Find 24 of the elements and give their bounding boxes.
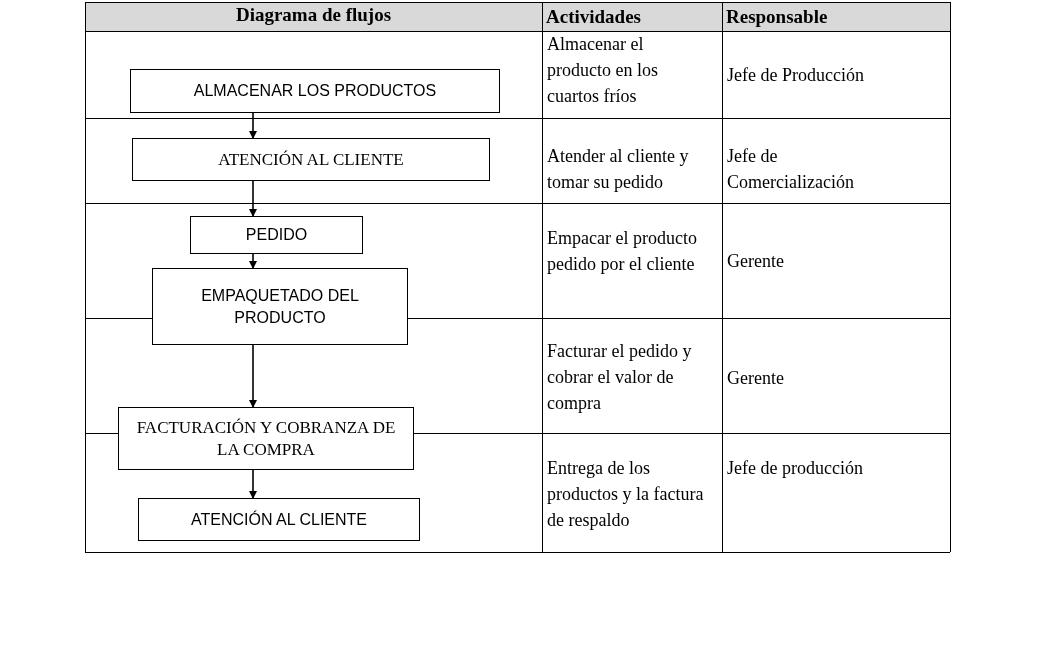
process-box: ATENCIÓN AL CLIENTE xyxy=(138,498,420,541)
process-box: PEDIDO xyxy=(190,216,363,254)
table-cell-text: Entrega de los productos y la factura de respaldo xyxy=(547,457,705,532)
process-box: ALMACENAR LOS PRODUCTOS xyxy=(130,69,500,113)
arrow xyxy=(249,112,257,139)
process-box: EMPAQUETADO DEL PRODUCTO xyxy=(152,268,408,345)
table-cell-text: Gerente xyxy=(727,367,785,390)
table-cell-text: Gerente xyxy=(727,250,785,273)
process-box: ATENCIÓN AL CLIENTE xyxy=(132,138,490,181)
arrow xyxy=(249,344,257,408)
arrow xyxy=(249,253,257,269)
column-header: Diagrama de flujos xyxy=(234,3,393,27)
table-cell-text: Jefe de Producción xyxy=(727,64,865,87)
process-box: FACTURACIÓN Y COBRANZA DE LA COMPRA xyxy=(118,407,414,470)
table-cell-text: Almacenar el producto en los cuartos fríos xyxy=(547,33,659,108)
arrow xyxy=(249,469,257,499)
table-cell-text: Atender al cliente y tomar su pedido xyxy=(547,145,690,194)
column-header: Actividades xyxy=(546,5,642,29)
table-cell-text: Facturar el pedido y cobrar el valor de compra xyxy=(547,340,693,415)
table-cell-text: Empacar el producto pedido por el cliente xyxy=(547,227,698,276)
arrow xyxy=(249,180,257,217)
column-header: Responsable xyxy=(726,5,829,29)
table-cell-text: Jefe de Comercialización xyxy=(727,145,855,194)
table-cell-text: Jefe de producción xyxy=(727,457,864,480)
